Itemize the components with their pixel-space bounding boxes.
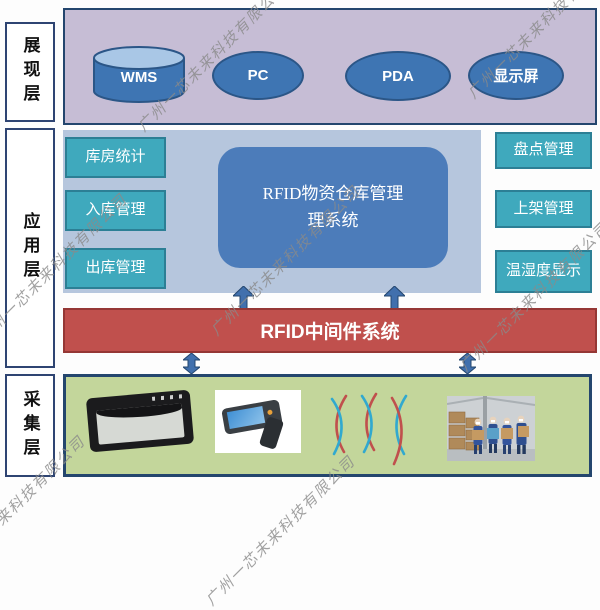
- architecture-diagram: { "watermark": { "text": "广州一芯未来科技有限公司",…: [0, 0, 600, 481]
- fixed-rfid-reader-image: [85, 389, 195, 453]
- wms-label: WMS: [120, 69, 158, 86]
- cylinder-shape-icon: [93, 46, 185, 103]
- collection-layer-label: 采集层: [5, 374, 55, 477]
- pda-label: PDA: [382, 67, 414, 85]
- presentation-layer-label: 展现层: [5, 22, 55, 122]
- wms-cylinder: WMS: [90, 45, 188, 105]
- pc-ellipse: PC: [212, 51, 304, 100]
- double-arrow-icon: [459, 353, 476, 374]
- display-screen-label: 显示屏: [493, 69, 539, 85]
- middleware-label: RFID中间件系统: [260, 322, 400, 343]
- pc-label: PC: [247, 67, 269, 84]
- system-title-line2: 理系统: [307, 210, 359, 230]
- display-screen-ellipse: 显示屏: [468, 51, 564, 100]
- rf-signal-waves-image: [330, 392, 408, 466]
- terminal-button-icon: [267, 409, 273, 416]
- reader-panel-icon: [95, 403, 185, 445]
- handheld-rfid-terminal-image: [215, 390, 301, 453]
- module-shelving-management: 上架管理: [495, 190, 592, 228]
- system-title-line1: RFID物资仓库管理: [262, 184, 404, 204]
- application-layer-label: 应用层: [5, 128, 55, 368]
- rfid-middleware-bar: RFID中间件系统: [63, 308, 597, 353]
- module-inventory-check: 盘点管理: [495, 132, 592, 169]
- terminal-screen-icon: [226, 406, 266, 430]
- reader-indicator-lights-icon: [151, 394, 183, 401]
- module-temp-humidity-display: 温湿度显示: [495, 250, 592, 293]
- module-warehouse-statistics: 库房统计: [65, 137, 166, 178]
- warehouse-workers-image: [447, 396, 535, 461]
- pda-ellipse: PDA: [345, 51, 451, 101]
- module-outbound-management: 出库管理: [65, 248, 166, 289]
- presentation-layer-panel: WMS PC PDA 显示屏: [63, 8, 597, 125]
- module-inbound-management: 入库管理: [65, 190, 166, 231]
- double-arrow-icon: [183, 353, 200, 374]
- rfid-warehouse-system-box: RFID物资仓库管理 理系统: [218, 147, 448, 268]
- up-arrow-icon: [384, 286, 405, 309]
- up-arrow-icon: [233, 286, 254, 309]
